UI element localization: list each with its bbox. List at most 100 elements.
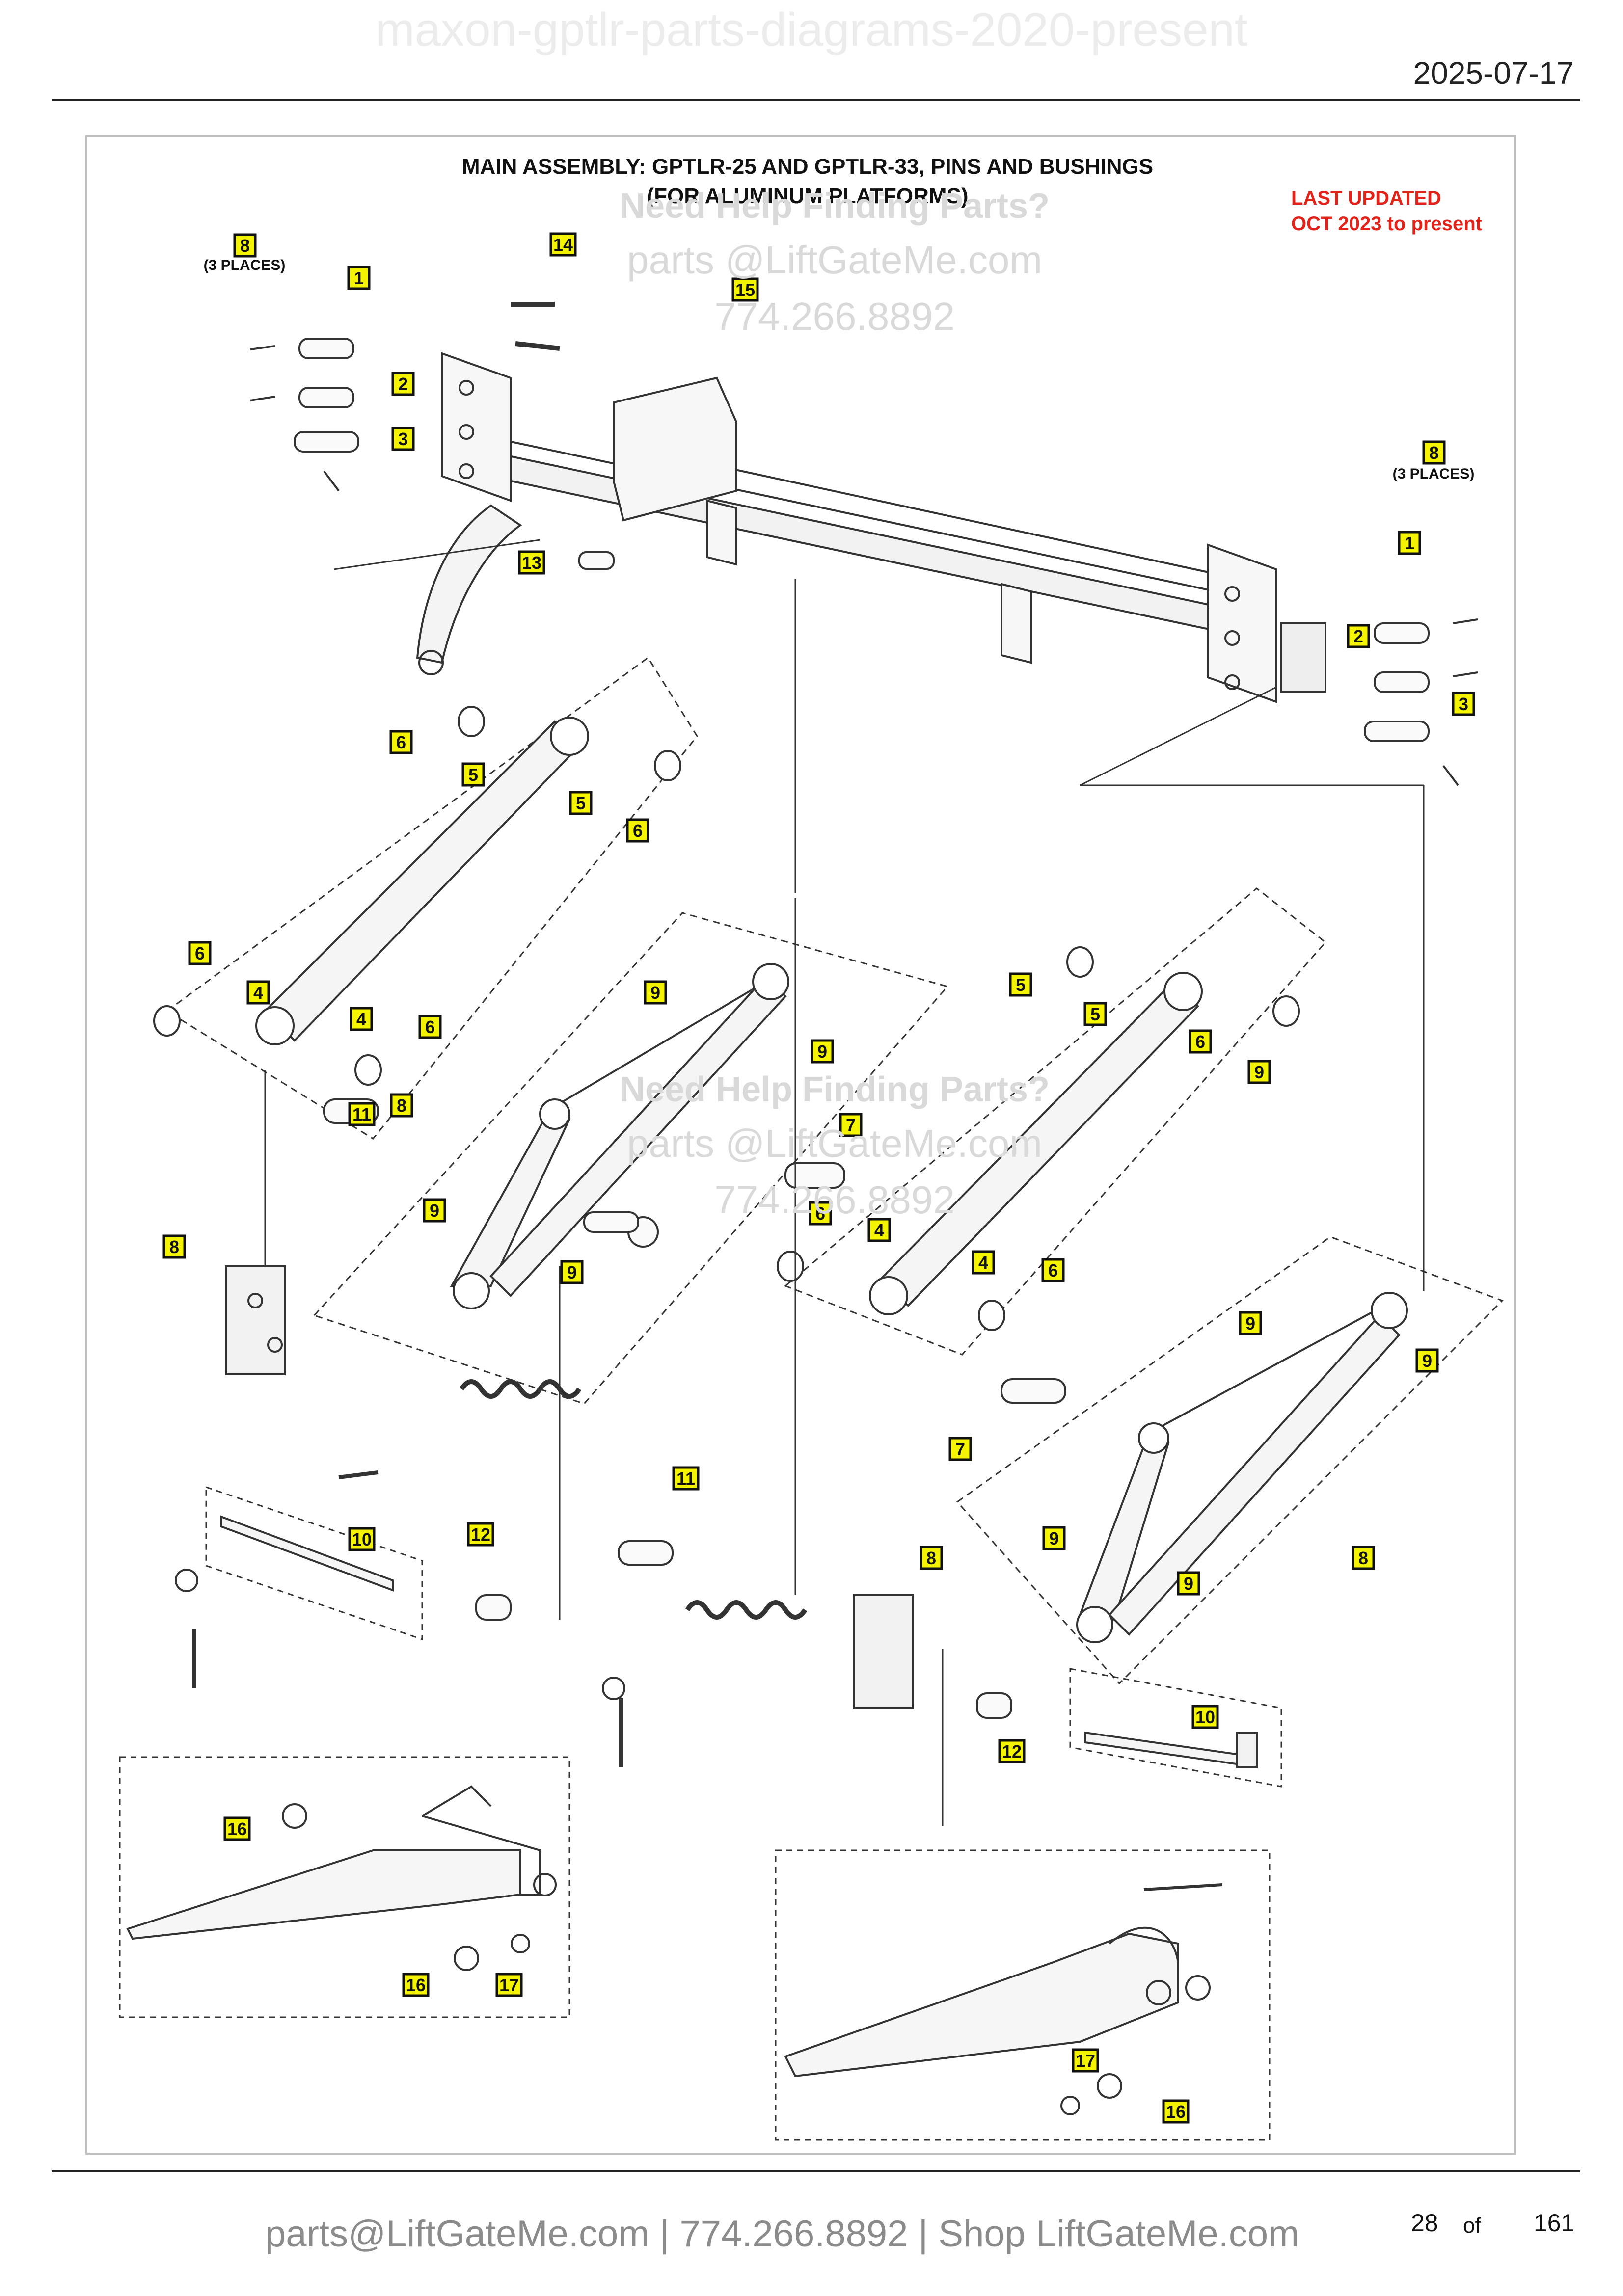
svg-text:9: 9	[1184, 1574, 1193, 1594]
last-updated-note: LAST UPDATED OCT 2023 to present	[1291, 186, 1482, 237]
callout-4: 4	[972, 1250, 995, 1275]
svg-text:9: 9	[1254, 1062, 1264, 1082]
callout-4: 4	[867, 1218, 891, 1242]
callout-9: 9	[1415, 1348, 1439, 1373]
svg-text:6: 6	[396, 732, 406, 752]
callout-6: 6	[809, 1201, 832, 1226]
svg-text:9: 9	[817, 1041, 827, 1062]
callout-10: 10	[1191, 1705, 1219, 1729]
svg-text:16: 16	[1166, 2102, 1186, 2122]
last-updated-line2: OCT 2023 to present	[1291, 213, 1483, 235]
callout-9: 9	[811, 1039, 834, 1064]
callout-16: 16	[1162, 2099, 1190, 2124]
callout-9: 9	[560, 1260, 584, 1284]
callout-3: 3	[1452, 692, 1475, 716]
callout-3: 3	[391, 427, 415, 451]
page-number-current: 28	[1411, 2209, 1438, 2237]
callout-5: 6	[1189, 1029, 1212, 1054]
document-date: 2025-07-17	[1413, 55, 1574, 91]
callout-6: 6	[626, 818, 649, 843]
callout-9: 9	[644, 980, 667, 1005]
callout-5: 5	[461, 762, 485, 787]
callout-7: 7	[948, 1437, 972, 1461]
document-name-watermark: maxon-gptlr-parts-diagrams-2020-present	[375, 3, 1248, 56]
svg-text:1: 1	[354, 268, 364, 288]
svg-text:8: 8	[1429, 443, 1439, 463]
svg-text:5: 5	[576, 793, 586, 813]
svg-text:10: 10	[1195, 1707, 1215, 1727]
svg-text:6: 6	[1048, 1260, 1058, 1281]
footer-divider	[52, 2170, 1580, 2172]
svg-text:9: 9	[430, 1201, 439, 1221]
svg-text:2: 2	[398, 374, 408, 394]
callout-1: 1	[1398, 531, 1421, 555]
svg-text:9: 9	[1422, 1351, 1432, 1371]
svg-text:9: 9	[1049, 1528, 1059, 1548]
callout-8: 8	[162, 1234, 186, 1259]
svg-text:9: 9	[1245, 1313, 1255, 1334]
svg-text:8: 8	[169, 1237, 179, 1257]
svg-text:8: 8	[926, 1548, 936, 1568]
watermark-phone: 774.266.8892	[714, 1178, 955, 1222]
help-watermark-top: Need Help Finding Parts? parts @LiftGate…	[442, 182, 1227, 344]
callout-16: 16	[402, 1973, 430, 1997]
callout-8: 8	[390, 1093, 413, 1118]
svg-text:7: 7	[846, 1115, 856, 1135]
svg-text:6: 6	[1195, 1032, 1205, 1052]
callout-12: 12	[467, 1522, 494, 1547]
svg-text:8: 8	[1358, 1548, 1368, 1568]
svg-text:11: 11	[676, 1468, 695, 1489]
svg-text:6: 6	[815, 1203, 825, 1224]
watermark-email: parts @LiftGateMe.com	[627, 1121, 1042, 1165]
callout-4: 4	[350, 1007, 373, 1031]
watermark-headline: Need Help Finding Parts?	[619, 187, 1050, 226]
callout-7: 7	[839, 1113, 863, 1137]
callout-17: 17	[495, 1973, 523, 1997]
places-note-left: (3 PLACES)	[204, 257, 286, 273]
callout-15: 15	[731, 277, 759, 302]
svg-text:8: 8	[397, 1095, 406, 1116]
svg-text:15: 15	[735, 280, 755, 300]
callout-6: 5	[1009, 972, 1032, 997]
svg-text:17: 17	[1076, 2051, 1095, 2071]
svg-text:2: 2	[1353, 626, 1363, 646]
callout-6: 6	[418, 1015, 442, 1039]
callout-5: 5	[1083, 1002, 1107, 1026]
callout-6: 6	[1041, 1258, 1065, 1282]
svg-text:5: 5	[1016, 975, 1026, 995]
callout-4: 4	[246, 980, 270, 1005]
callout-8: 8	[1422, 440, 1446, 465]
svg-text:17: 17	[499, 1975, 519, 1995]
callout-5: 5	[569, 791, 593, 815]
svg-text:4: 4	[978, 1253, 988, 1273]
svg-text:5: 5	[468, 765, 478, 785]
callout-2: 2	[391, 372, 415, 396]
svg-text:6: 6	[425, 1017, 435, 1037]
callout-9: 9	[1177, 1571, 1200, 1596]
callout-8: 8	[233, 233, 257, 258]
help-watermark-middle: Need Help Finding Parts? parts @LiftGate…	[442, 1065, 1227, 1227]
watermark-email: parts @LiftGateMe.com	[627, 238, 1042, 282]
page-number-total: 161	[1534, 2209, 1575, 2237]
svg-text:4: 4	[874, 1220, 884, 1240]
diagram-title: MAIN ASSEMBLY: GPTLR-25 AND GPTLR-33, PI…	[390, 152, 1225, 211]
callout-9: 9	[1239, 1311, 1262, 1335]
svg-text:7: 7	[955, 1439, 965, 1459]
svg-text:16: 16	[227, 1819, 247, 1839]
callout-17: 17	[1072, 2048, 1099, 2073]
header-divider	[52, 99, 1580, 101]
svg-text:12: 12	[471, 1524, 490, 1545]
places-note-right: (3 PLACES)	[1393, 466, 1475, 482]
callout-11: 11	[672, 1466, 700, 1491]
page-number-of: of	[1463, 2214, 1481, 2238]
svg-text:13: 13	[522, 553, 541, 573]
last-updated-line1: LAST UPDATED	[1291, 187, 1441, 209]
callout-10: 10	[348, 1527, 376, 1551]
svg-text:3: 3	[1459, 694, 1468, 714]
callout-8: 8	[920, 1546, 943, 1570]
callout-9: 9	[423, 1198, 446, 1223]
footer-contact-link[interactable]: parts@LiftGateMe.com | 774.266.8892 | Sh…	[265, 2213, 1299, 2255]
svg-text:6: 6	[195, 943, 205, 963]
svg-text:1: 1	[1405, 533, 1414, 553]
